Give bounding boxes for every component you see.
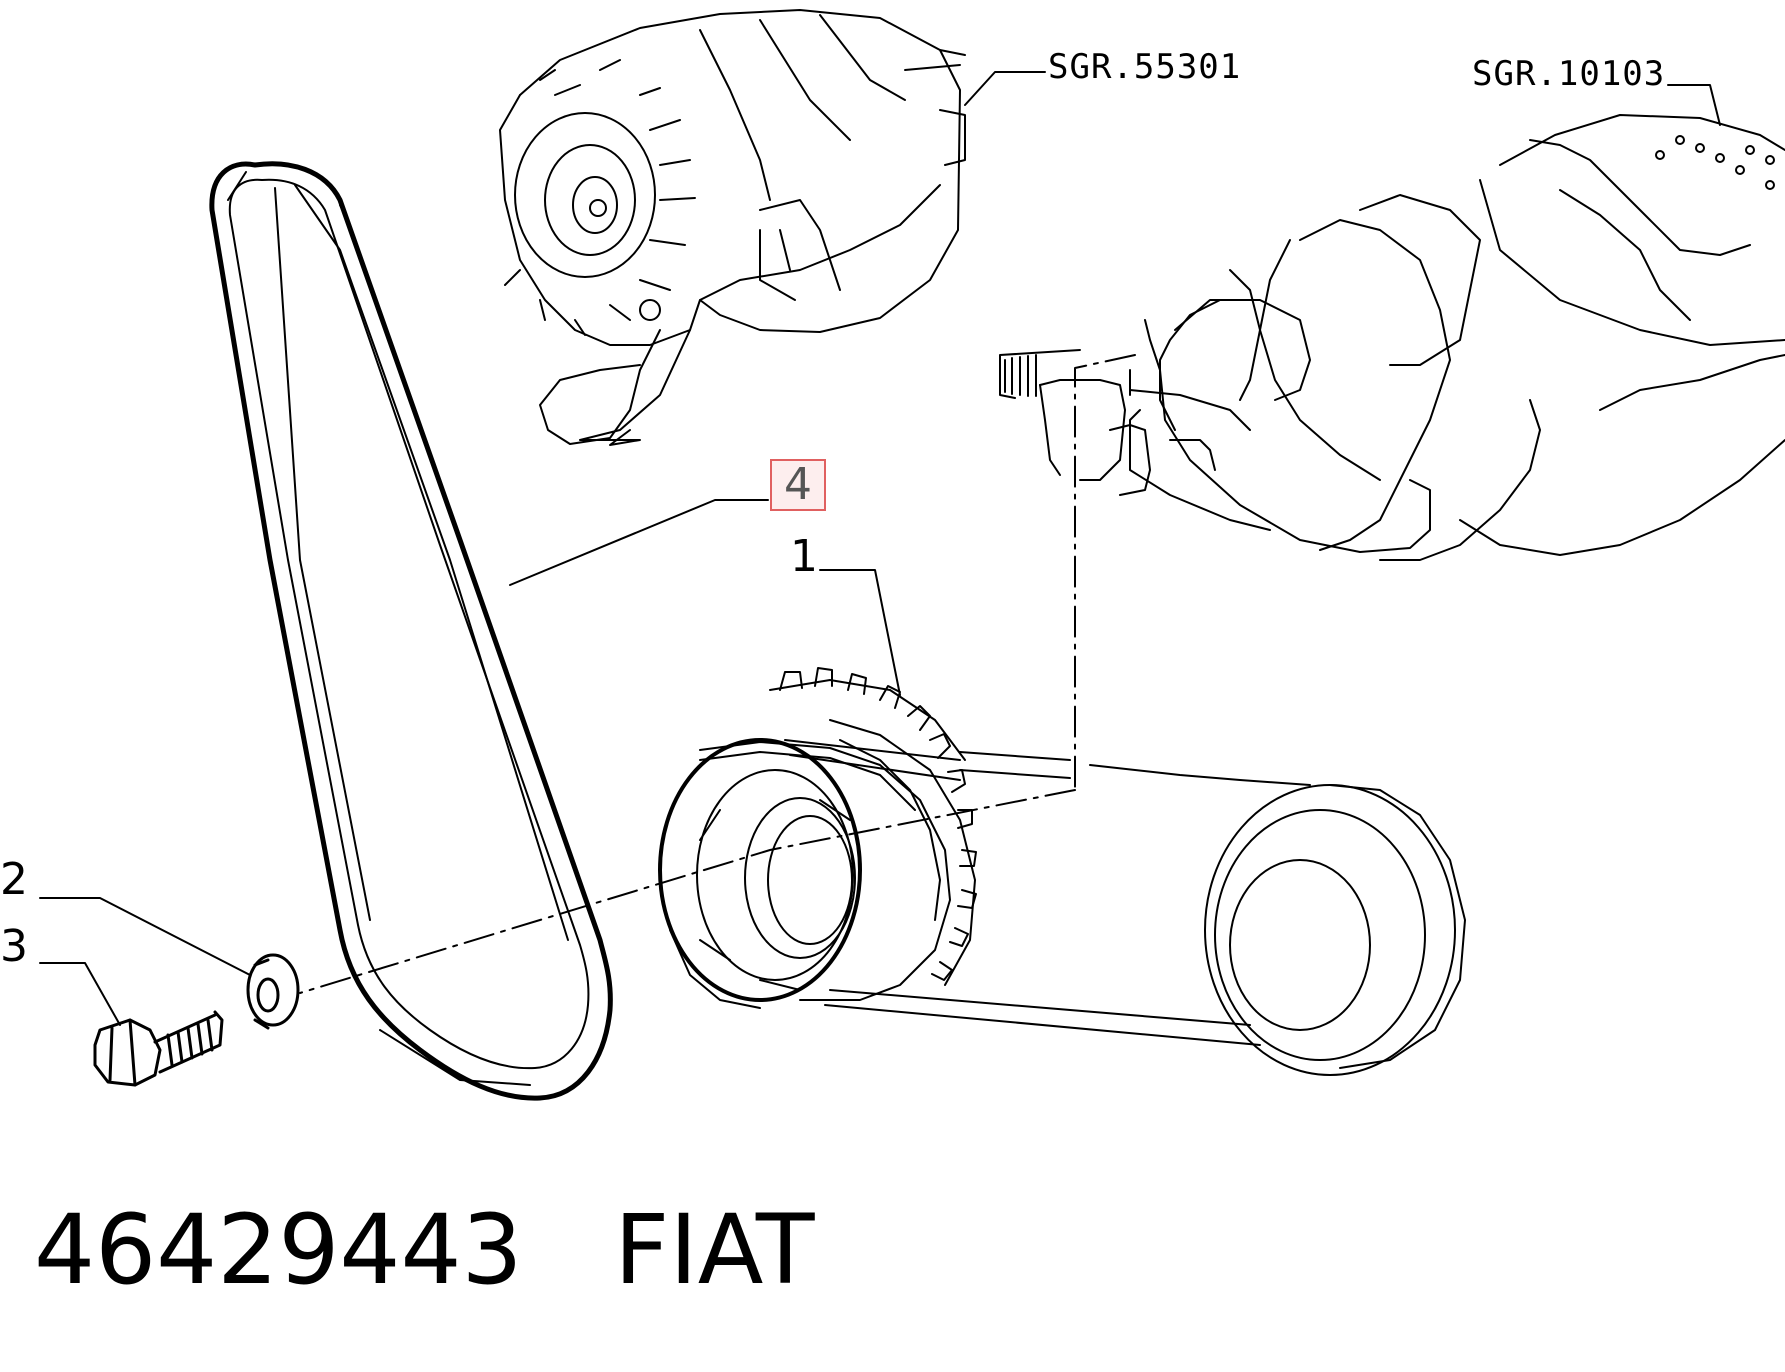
assembly-axis-lines bbox=[299, 354, 1136, 994]
brand-name: FIAT bbox=[614, 1194, 815, 1306]
pulley-assembly-illustration bbox=[658, 667, 1466, 1076]
drive-belt-illustration bbox=[209, 161, 613, 1101]
callout-item-1[interactable]: 1 bbox=[790, 531, 818, 582]
part-footer: 46429443 FIAT bbox=[34, 1202, 815, 1298]
alternator-illustration bbox=[499, 9, 966, 446]
part-number: 46429443 bbox=[34, 1194, 523, 1306]
callout-item-2[interactable]: 2 bbox=[0, 854, 28, 905]
callout-item-4[interactable]: 4 bbox=[770, 459, 826, 511]
callout-item-3[interactable]: 3 bbox=[0, 921, 28, 972]
crankshaft-reference[interactable]: SGR.10103 bbox=[1472, 54, 1666, 94]
alternator-reference[interactable]: SGR.55301 bbox=[1048, 47, 1242, 87]
bolt-illustration bbox=[93, 1010, 224, 1087]
leader-lines bbox=[39, 71, 1721, 1026]
crankshaft-illustration bbox=[999, 114, 1785, 561]
washer-illustration bbox=[246, 953, 300, 1030]
